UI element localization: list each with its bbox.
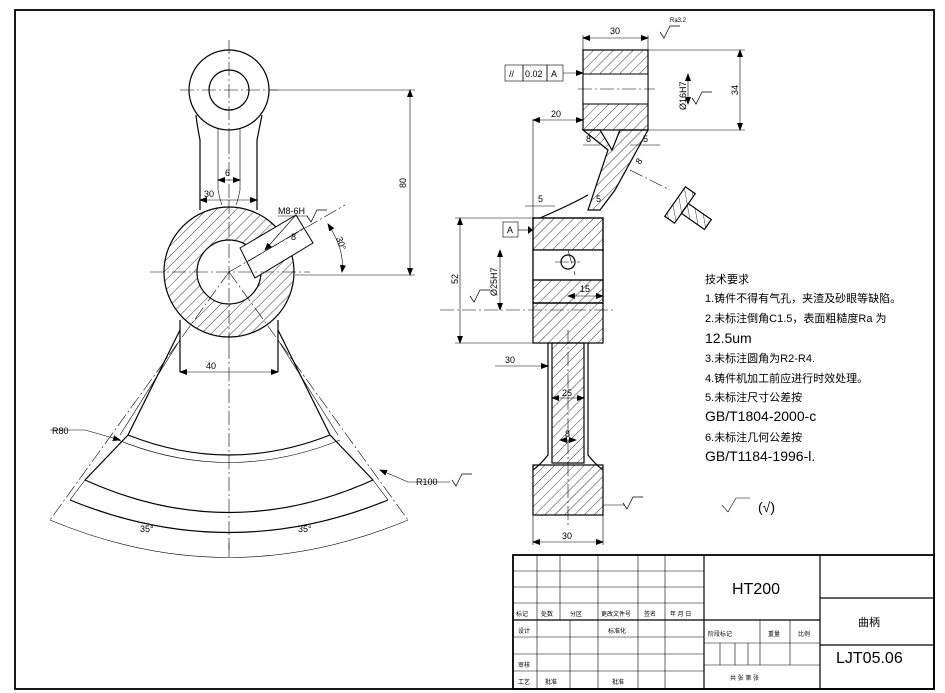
tech-item-4: 3.未标注圆角为R2-R4. xyxy=(705,351,815,365)
rev-head-count: 处数 xyxy=(541,610,553,618)
dim-52: 52 xyxy=(450,274,460,284)
thread-callout: M8-6H xyxy=(278,206,305,216)
dim-5-arm-top: 5 xyxy=(596,194,601,204)
side-view-dimensions: 30 Ra3.2 34 Ø16H7 // 0.02 A 20 8 5 5 5 8… xyxy=(450,18,745,545)
dim-8-web: 8 xyxy=(565,429,570,439)
tech-item-3: 12.5um xyxy=(705,330,752,346)
side-view xyxy=(440,49,713,525)
label-scale: 比例 xyxy=(798,630,810,638)
dim-20: 20 xyxy=(551,109,561,119)
dim-40: 40 xyxy=(206,361,216,371)
dim-30-bottom: 30 xyxy=(562,531,572,541)
roughness-symbol xyxy=(721,497,750,513)
tech-item-9: GB/T1184-1996-l. xyxy=(705,448,815,464)
rev-head-sign: 签名 xyxy=(644,610,656,618)
bore-25: Ø25H7 xyxy=(489,267,499,296)
parallelism-datum: A xyxy=(551,69,557,79)
technical-requirements: 技术要求 1.铸件不得有气孔，夹渣及砂眼等缺陷。 2.未标注倒角C1.5，表面粗… xyxy=(705,273,901,515)
angle-30: 30° xyxy=(334,235,348,252)
rev-head-doc: 更改文件号 xyxy=(601,610,631,618)
label-process: 工艺 xyxy=(518,678,530,686)
dim-15: 15 xyxy=(580,284,590,294)
label-approve: 批准 xyxy=(612,678,624,686)
tech-item-5: 4.铸件机加工前应进行时效处理。 xyxy=(705,371,868,385)
parallelism-value: 0.02 xyxy=(525,69,543,79)
angle-35-left: 35° xyxy=(140,524,154,534)
roughness-note: (√) xyxy=(758,499,775,515)
dim-30-top: 30 xyxy=(610,26,620,36)
front-view-dimensions: 30 6 80 40 M8-6H 8 30° R80 R100 35° 35° xyxy=(50,89,473,534)
label-standard: 标准化 xyxy=(608,627,626,635)
tech-item-6: 5.未标注尺寸公差按 xyxy=(705,390,802,404)
datum-a: A xyxy=(507,225,513,235)
tech-item-7: GB/T1804-2000-c xyxy=(705,408,816,424)
material: HT200 xyxy=(732,581,780,598)
dim-80: 80 xyxy=(398,178,408,188)
tech-item-8: 6.未标注几何公差按 xyxy=(705,430,802,444)
bore-16: Ø16H7 xyxy=(678,81,688,110)
title-block: 标记 处数 分区 更改文件号 签名 年 月 日 设计 标准化 审核 工艺 批准 … xyxy=(512,554,935,690)
label-sheets: 共 张 第 张 xyxy=(730,674,759,682)
tech-heading: 技术要求 xyxy=(705,273,749,286)
tech-item-1: 1.铸件不得有气孔，夹渣及砂眼等缺陷。 xyxy=(705,291,901,305)
dim-8-thread: 8 xyxy=(291,232,296,242)
dim-8-arm: 8 xyxy=(586,134,591,144)
dim-5-left: 5 xyxy=(538,194,543,204)
dim-25: 25 xyxy=(562,388,572,398)
label-approve-2: 批准 xyxy=(545,678,557,686)
dim-30-mid: 30 xyxy=(505,355,515,365)
tech-item-2: 2.未标注倒角C1.5，表面粗糙度Ra 为 xyxy=(705,311,887,325)
rev-head-zone: 分区 xyxy=(570,610,582,618)
label-review: 审核 xyxy=(518,661,530,669)
roughness-top: Ra3.2 xyxy=(670,18,687,24)
dim-5-right: 5 xyxy=(643,134,648,144)
dim-34: 34 xyxy=(730,85,740,95)
drawing-number: LJT05.06 xyxy=(836,650,903,667)
label-design: 设计 xyxy=(518,627,530,635)
front-view xyxy=(49,40,409,560)
dim-6-slot: 6 xyxy=(225,168,230,178)
label-weight: 重量 xyxy=(768,630,780,638)
rev-head-mark: 标记 xyxy=(516,610,528,618)
dim-8-t: 8 xyxy=(633,156,644,166)
dim-30-arm: 30 xyxy=(204,189,214,199)
label-stage: 阶段标记 xyxy=(708,630,732,638)
drawing-frame xyxy=(14,9,935,690)
rev-head-date: 年 月 日 xyxy=(670,610,691,618)
part-name: 曲柄 xyxy=(858,616,880,629)
angle-35-right: 35° xyxy=(298,524,312,534)
radius-r80: R80 xyxy=(52,426,69,436)
radius-r100: R100 xyxy=(416,477,438,487)
parallelism-symbol: // xyxy=(509,69,515,79)
